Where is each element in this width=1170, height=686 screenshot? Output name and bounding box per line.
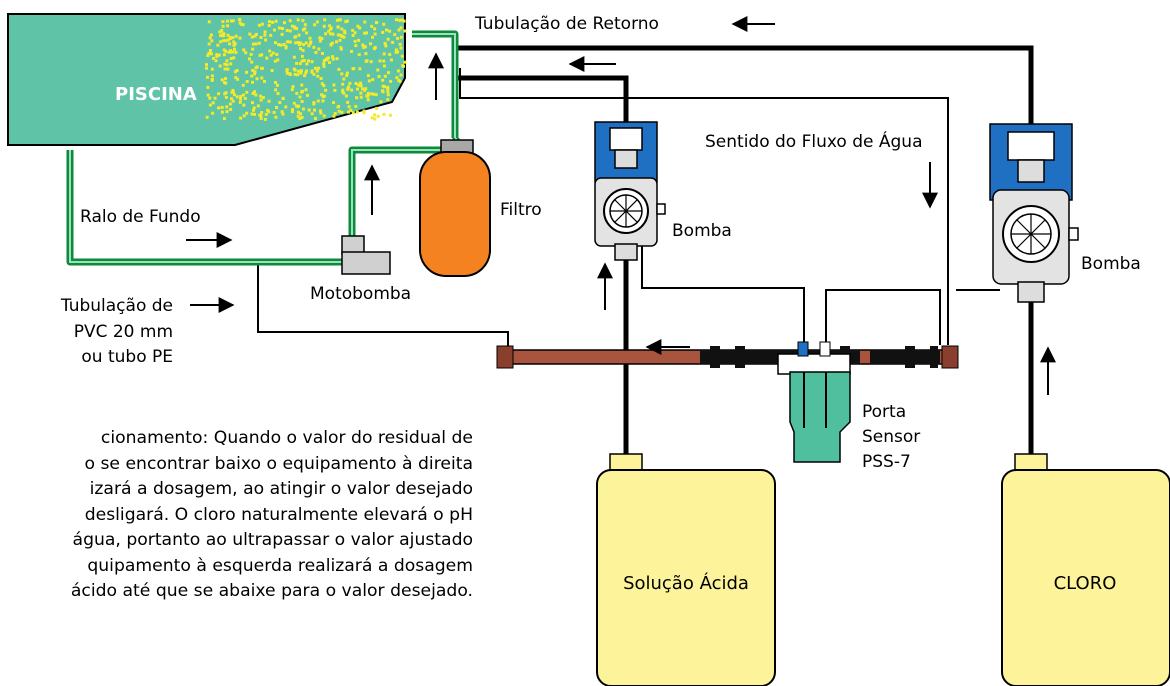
flow-direction-label: Sentido do Fluxo de Água (705, 130, 923, 152)
bottom-drain-label: Ralo de Fundo (80, 207, 201, 227)
sensor-holder-label: Porta Sensor PSS-7 (862, 402, 920, 472)
return-pipe-label: Tubulação de Retorno (474, 14, 659, 34)
operation-description: cionamento: Quando o valor do residual d… (70, 428, 473, 601)
dosing-pump-left (594, 121, 666, 261)
flow-arrows (186, 16, 1056, 395)
acid-tank-label: Solução Ácida (623, 572, 749, 594)
bottom-drain-pipe (66, 150, 343, 266)
red-manifold-pipe (496, 345, 959, 369)
pool-label: PISCINA (115, 84, 197, 105)
pump-right-label: Bomba (1081, 254, 1141, 274)
filter (419, 139, 491, 277)
filter-label: Filtro (500, 200, 542, 220)
svg-text:PSS-7: PSS-7 (862, 452, 911, 472)
dosing-pump-right (989, 123, 1079, 303)
return-line-acid (458, 75, 629, 125)
svg-text:Tubulação de: Tubulação de (60, 296, 173, 316)
acid-tank: Solução Ácida (596, 453, 776, 686)
left-pump-signal-line (641, 240, 805, 345)
return-lines (458, 45, 1034, 455)
svg-text:ou tubo PE: ou tubo PE (81, 347, 173, 367)
motor-pump-label: Motobomba (310, 284, 411, 304)
pvc-tube-line (257, 265, 509, 350)
upper-return-line (459, 68, 949, 345)
svg-text:Sensor: Sensor (862, 427, 920, 447)
pvc-pipe-label: Tubulação de PVC 20 mm ou tubo PE (60, 296, 173, 367)
cloro-tank: CLORO (1001, 453, 1170, 686)
return-line-cloro (458, 45, 1034, 125)
cloro-tank-label: CLORO (1054, 573, 1117, 594)
svg-text:PVC 20 mm: PVC 20 mm (74, 322, 173, 342)
pool-bubbles (205, 18, 407, 121)
pump-left-label: Bomba (672, 221, 732, 241)
motor-pump (341, 235, 391, 275)
right-pump-signal-line (825, 289, 941, 345)
svg-text:Porta: Porta (862, 402, 906, 422)
pool: PISCINA (7, 13, 407, 146)
filter-to-pool-pipe (412, 30, 459, 138)
thin-pipes (257, 68, 1000, 350)
sensor-holder (777, 341, 851, 463)
